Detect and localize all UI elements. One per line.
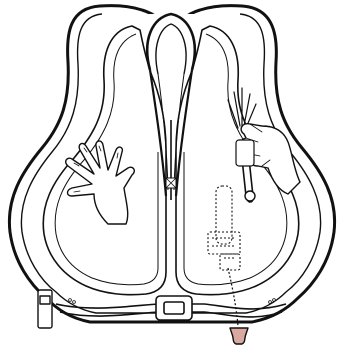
toggle-handle xyxy=(230,328,248,344)
tube-grip-sleeve xyxy=(236,140,254,166)
side-strap-tab xyxy=(38,290,52,328)
side-strap-stripe xyxy=(40,296,50,304)
buckle-inner xyxy=(164,302,184,314)
tube-end-ring xyxy=(245,191,255,201)
